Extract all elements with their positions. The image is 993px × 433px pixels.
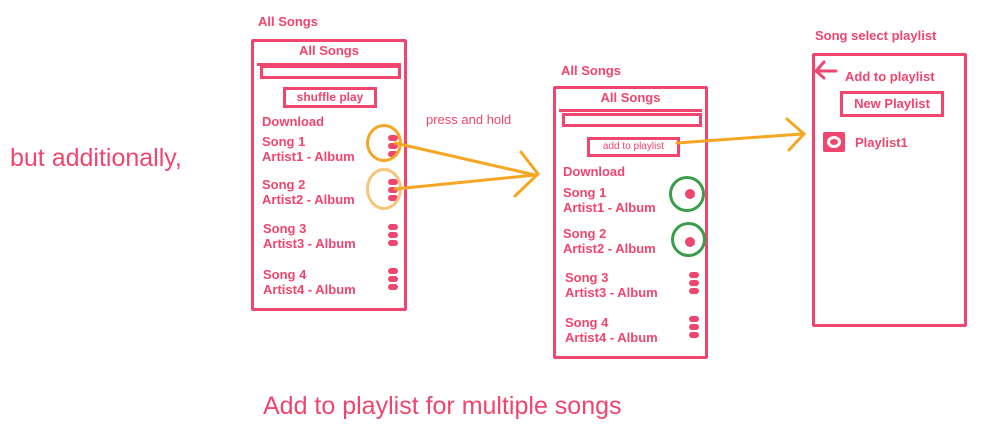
shuffle-play-button[interactable]: shuffle play bbox=[283, 87, 377, 108]
screen3-phone: Add to playlist New Playlist Playlist1 bbox=[812, 53, 967, 327]
screen3-label: Song select playlist bbox=[815, 28, 937, 43]
back-arrow-icon bbox=[813, 60, 838, 80]
side-note: but additionally, bbox=[10, 144, 182, 172]
add-to-playlist-button[interactable]: add to playlist bbox=[587, 137, 680, 157]
screen2-header: All Songs bbox=[559, 89, 702, 112]
song-title: Song 4 bbox=[565, 315, 609, 330]
screen2-song-3[interactable]: Song 3 Artist3 - Album bbox=[565, 270, 658, 300]
screen1-header: All Songs bbox=[257, 42, 401, 66]
caption: Add to playlist for multiple songs bbox=[263, 392, 622, 420]
screen1-song-1[interactable]: Song 1 Artist1 - Album bbox=[262, 134, 355, 164]
song-title: Song 4 bbox=[263, 267, 307, 282]
gesture-label: press and hold bbox=[426, 112, 512, 127]
screen2-song-1[interactable]: Song 1 Artist1 - Album bbox=[563, 185, 656, 215]
song-artist: Artist1 - Album bbox=[262, 149, 355, 164]
song-artist: Artist2 - Album bbox=[262, 192, 355, 207]
screen2-search-bar[interactable] bbox=[562, 113, 702, 127]
song-title: Song 3 bbox=[263, 221, 307, 236]
more-dots-icon[interactable] bbox=[388, 268, 398, 292]
more-dots-icon[interactable] bbox=[689, 272, 699, 296]
screen1-song-3[interactable]: Song 3 Artist3 - Album bbox=[263, 221, 356, 251]
song-title: Song 1 bbox=[563, 185, 607, 200]
screen3-title: Add to playlist bbox=[845, 69, 935, 84]
screen2-song-4[interactable]: Song 4 Artist4 - Album bbox=[565, 315, 658, 345]
selection-ring bbox=[671, 222, 706, 257]
flow-arrow bbox=[393, 141, 541, 198]
song-artist: Artist3 - Album bbox=[263, 236, 356, 251]
screen1-label: All Songs bbox=[258, 14, 318, 29]
song-title: Song 2 bbox=[262, 177, 306, 192]
screen1-section-title: Download bbox=[262, 114, 325, 129]
playlist-icon bbox=[823, 132, 845, 152]
new-playlist-button[interactable]: New Playlist bbox=[840, 91, 944, 117]
song-artist: Artist3 - Album bbox=[565, 285, 658, 300]
song-artist: Artist1 - Album bbox=[563, 200, 656, 215]
screen1-search-bar[interactable] bbox=[260, 65, 401, 79]
song-title: Song 1 bbox=[262, 134, 306, 149]
screen2-song-2[interactable]: Song 2 Artist2 - Album bbox=[563, 226, 656, 256]
song-artist: Artist2 - Album bbox=[563, 241, 656, 256]
song-artist: Artist4 - Album bbox=[263, 282, 356, 297]
screen1-song-4[interactable]: Song 4 Artist4 - Album bbox=[263, 267, 356, 297]
song-artist: Artist4 - Album bbox=[565, 330, 658, 345]
song-title: Song 3 bbox=[565, 270, 609, 285]
screen1-song-2[interactable]: Song 2 Artist2 - Album bbox=[262, 177, 355, 207]
flow-arrow bbox=[675, 117, 807, 152]
selection-ring bbox=[669, 176, 705, 212]
more-dots-icon[interactable] bbox=[388, 224, 398, 248]
screen2-label: All Songs bbox=[561, 63, 621, 78]
song-title: Song 2 bbox=[563, 226, 607, 241]
screen2-phone: All Songs add to playlist Download Song … bbox=[553, 86, 708, 359]
screen2-section-title: Download bbox=[563, 164, 626, 179]
more-dots-icon[interactable] bbox=[689, 316, 699, 340]
playlist-item[interactable]: Playlist1 bbox=[855, 135, 908, 150]
screen1-phone: All Songs shuffle play Download Song 1 A… bbox=[251, 39, 407, 311]
